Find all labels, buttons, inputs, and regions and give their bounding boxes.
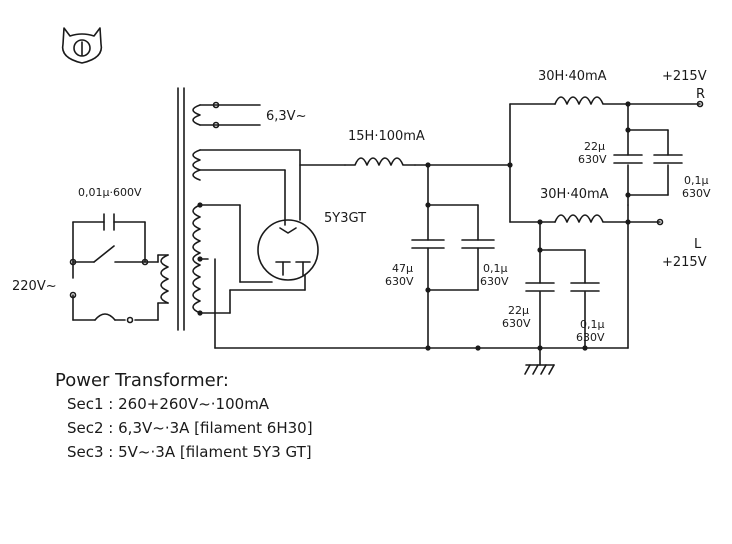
capacitor-c5 <box>525 282 555 292</box>
c1-voltage: 630V <box>385 275 414 288</box>
out-l-channel: L <box>694 237 702 252</box>
out-r-voltage: +215V <box>662 69 707 84</box>
c1-value: 47µ <box>392 262 413 275</box>
mains-capacitor <box>103 213 115 231</box>
secondary-winding-hv <box>192 204 201 314</box>
terminal <box>212 101 220 129</box>
choke-left-label: 30H·40mA <box>540 187 609 202</box>
node-dot <box>537 219 631 253</box>
cat-logo-icon <box>61 27 103 64</box>
tube-label: 5Y3GT <box>324 211 366 226</box>
cap-mains-label: 0,01µ·600V <box>78 186 142 199</box>
notes-line-sec3: Sec3 : 5V~·3A [filament 5Y3 GT] <box>67 443 312 461</box>
secondary-winding-5v <box>192 149 201 181</box>
choke-15h-label: 15H·100mA <box>348 129 425 144</box>
c2-value: 0,1µ <box>483 262 508 275</box>
notes-title: Power Transformer: <box>55 370 229 391</box>
terminal <box>696 100 704 108</box>
capacitor-c6 <box>570 282 600 292</box>
choke-right <box>554 96 629 105</box>
mains-circuit <box>72 221 169 321</box>
c2-voltage: 630V <box>480 275 509 288</box>
wires-hv <box>199 204 306 349</box>
wires-bplus <box>414 103 556 241</box>
capacitor-c3 <box>613 154 643 164</box>
wires-c1-c2-return <box>427 247 479 349</box>
ground-bus <box>214 204 629 349</box>
rectifier-tube-5y3gt <box>257 219 319 281</box>
label-6v3: 6,3V~ <box>266 109 306 124</box>
c4-value: 0,1µ <box>684 174 709 187</box>
mains-label: 220V~ <box>12 279 57 294</box>
primary-winding <box>160 254 169 304</box>
node-dot <box>625 101 631 198</box>
out-r-channel: R <box>696 87 705 102</box>
choke-15h <box>344 157 416 166</box>
capacitor-c1 <box>411 239 445 249</box>
wires-6v3 <box>199 104 261 126</box>
ground-icon <box>524 364 555 375</box>
c6-voltage: 630V <box>576 331 605 344</box>
c6-value: 0,1µ <box>580 318 605 331</box>
capacitor-c4 <box>653 154 683 164</box>
notes-line-sec1: Sec1 : 260+260V~·100mA <box>67 395 270 413</box>
c3-value: 22µ <box>584 140 605 153</box>
capacitor-c2 <box>461 239 495 249</box>
node-dot <box>425 345 588 351</box>
c4-voltage: 630V <box>682 187 711 200</box>
notes-line-sec2: Sec2 : 6,3V~·3A [filament 6H30] <box>67 419 313 437</box>
choke-right-label: 30H·40mA <box>538 69 607 84</box>
terminal <box>69 258 149 324</box>
transformer-core <box>177 87 185 331</box>
node-dot <box>425 162 513 208</box>
c5-voltage: 630V <box>502 317 531 330</box>
transformer-notes: Power Transformer: Sec1 : 260+260V~·100m… <box>55 370 313 467</box>
node-dot <box>197 202 203 316</box>
out-l-voltage: +215V <box>662 255 707 270</box>
secondary-winding-6v3 <box>192 104 201 126</box>
wires-filament-5v <box>199 149 346 226</box>
c5-value: 22µ <box>508 304 529 317</box>
terminal <box>656 218 664 226</box>
node-dot <box>425 287 431 293</box>
c3-voltage: 630V <box>578 153 607 166</box>
wires-right-output <box>627 103 701 206</box>
choke-left <box>554 214 629 223</box>
